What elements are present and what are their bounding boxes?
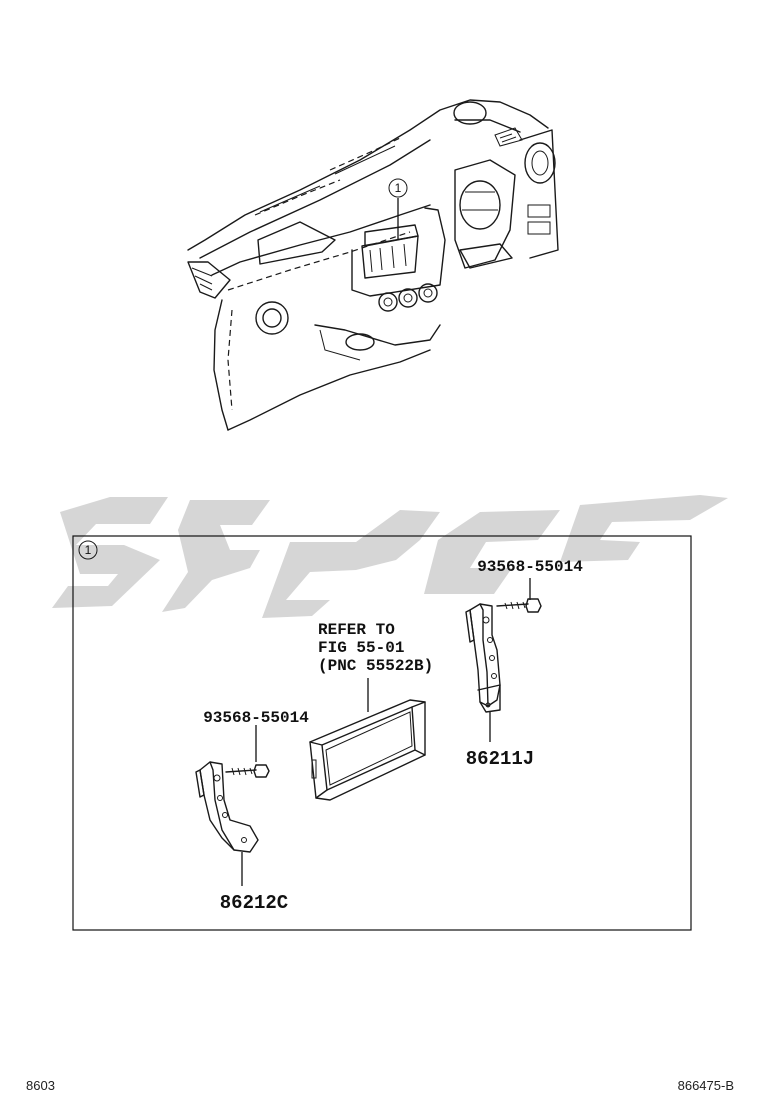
callout-number-overview: 1 bbox=[395, 181, 402, 195]
audio-panel-frame bbox=[309, 699, 426, 801]
label-screw-right: 93568-55014 bbox=[477, 558, 583, 576]
screw-right bbox=[496, 578, 542, 613]
screw-left bbox=[225, 725, 270, 778]
dashboard-overview bbox=[187, 99, 559, 431]
bracket-right bbox=[465, 603, 501, 742]
footer-right-code: 866475-B bbox=[678, 1078, 734, 1093]
refer-line-1: REFER TO bbox=[318, 621, 395, 639]
refer-line-3: (PNC 55522B) bbox=[318, 657, 433, 675]
callout-marker-detail bbox=[78, 540, 98, 560]
footer-left-code: 8603 bbox=[26, 1078, 55, 1093]
label-bracket-right: 86211J bbox=[466, 748, 534, 770]
bracket-left bbox=[195, 761, 259, 886]
watermark-logo bbox=[52, 495, 728, 618]
refer-line-2: FIG 55-01 bbox=[318, 639, 404, 657]
detail-frame bbox=[72, 535, 692, 931]
callout-marker-overview bbox=[388, 178, 408, 198]
label-bracket-left: 86212C bbox=[220, 892, 288, 914]
callout-number-detail: 1 bbox=[85, 543, 92, 557]
label-screw-left: 93568-55014 bbox=[203, 709, 309, 727]
